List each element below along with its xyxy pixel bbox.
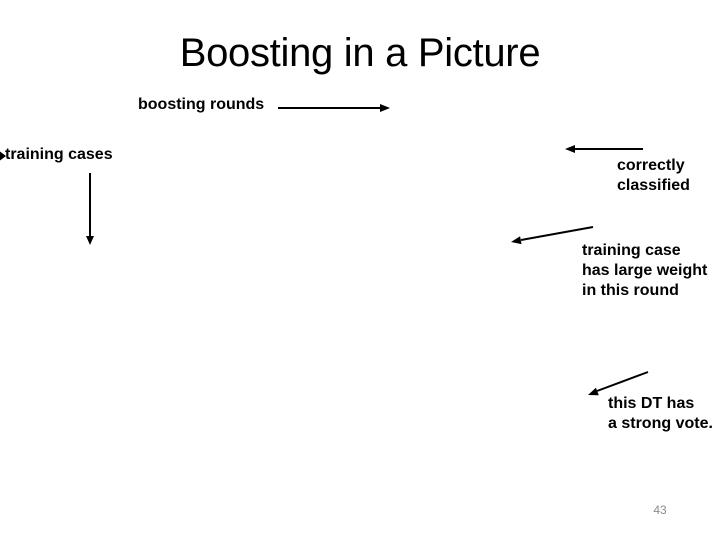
large-weight-diagonal-arrow (511, 226, 594, 245)
label-strong-vote-line2: a strong vote. (608, 415, 713, 432)
label-training-cases: training cases (5, 146, 113, 163)
strong-vote-diagonal-arrow (588, 371, 649, 396)
label-this-dt-strong-vote: this DT has a strong vote. (608, 394, 713, 434)
label-correctly-classified-line1: correctly (617, 157, 685, 174)
label-training-case-large-weight: training case has large weight in this r… (582, 241, 707, 301)
boosting-rounds-right-arrow (278, 104, 390, 112)
label-correctly-classified-line2: classified (617, 177, 690, 194)
label-large-weight-line3: in this round (582, 282, 679, 299)
label-boosting-rounds: boosting rounds (138, 96, 265, 113)
label-correctly-classified: correctly classified (617, 156, 690, 196)
label-large-weight-line1: training case (582, 242, 681, 259)
slide-title: Boosting in a Picture (179, 31, 541, 75)
label-large-weight-line2: has large weight (582, 262, 708, 279)
training-cases-down-arrow (86, 173, 94, 245)
correctly-classified-left-arrow (565, 145, 643, 153)
page-number: 43 (653, 503, 667, 517)
label-strong-vote-line1: this DT has (608, 395, 695, 412)
